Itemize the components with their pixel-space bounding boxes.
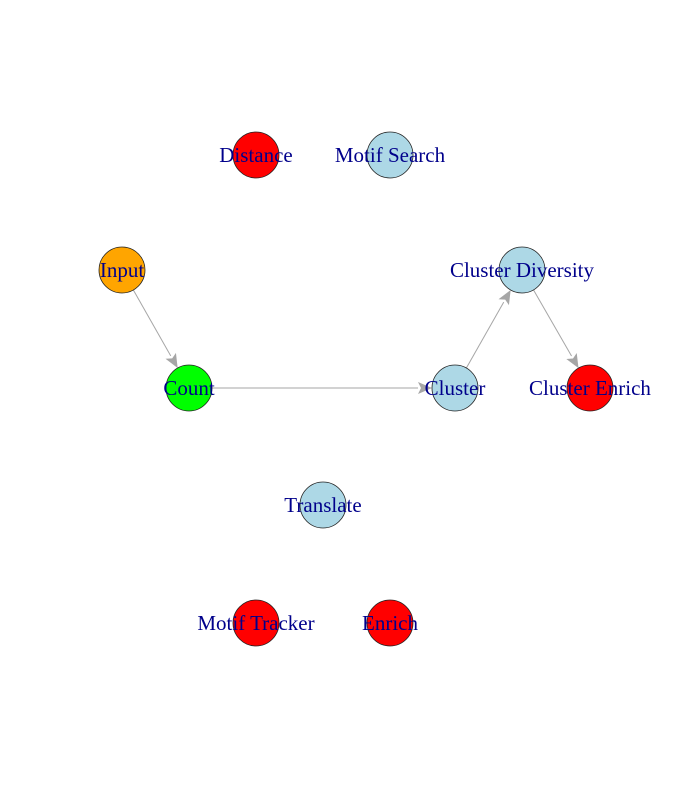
edge-input-to-count <box>132 289 178 368</box>
edge-cluster-diversity-to-cluster-enrich <box>533 289 579 369</box>
node-motif-search: Motif Search <box>335 131 446 179</box>
node-label: Motif Tracker <box>197 611 314 635</box>
edge-cluster-to-cluster-diversity <box>465 290 511 369</box>
node-input: Input <box>98 246 146 294</box>
node-label: Cluster Diversity <box>450 258 595 282</box>
node-label: Input <box>100 258 144 282</box>
node-label: Cluster Enrich <box>529 376 651 400</box>
node-circle <box>232 131 280 179</box>
node-circle <box>366 131 414 179</box>
node-cluster: Cluster <box>425 364 486 412</box>
graph-edges <box>132 289 579 394</box>
node-label: Distance <box>219 143 292 167</box>
node-motif-tracker: Motif Tracker <box>197 599 315 647</box>
node-distance: Distance <box>219 131 293 179</box>
arrowhead-icon <box>566 352 579 369</box>
node-cluster-diversity: Cluster Diversity <box>450 246 595 294</box>
arrowhead-icon <box>165 352 178 368</box>
edge-count-to-cluster <box>212 382 432 394</box>
node-enrich: Enrich <box>362 599 418 647</box>
node-label: Motif Search <box>335 143 446 167</box>
arrowhead-icon <box>418 382 432 394</box>
node-label: Translate <box>284 493 361 517</box>
node-circle <box>431 364 479 412</box>
edge-line <box>465 301 505 369</box>
edge-line <box>132 289 172 357</box>
edge-line <box>533 289 572 357</box>
node-cluster-enrich: Cluster Enrich <box>529 364 651 412</box>
node-circle <box>498 246 546 294</box>
node-circle <box>566 364 614 412</box>
arrowhead-icon <box>498 290 511 306</box>
node-circle <box>98 246 146 294</box>
node-label: Cluster <box>425 376 486 400</box>
node-translate: Translate <box>284 481 362 529</box>
node-circle <box>232 599 280 647</box>
node-label: Enrich <box>362 611 418 635</box>
node-circle <box>299 481 347 529</box>
node-label: Count <box>163 376 215 400</box>
node-circle <box>366 599 414 647</box>
node-circle <box>165 364 213 412</box>
node-count: Count <box>163 364 215 412</box>
